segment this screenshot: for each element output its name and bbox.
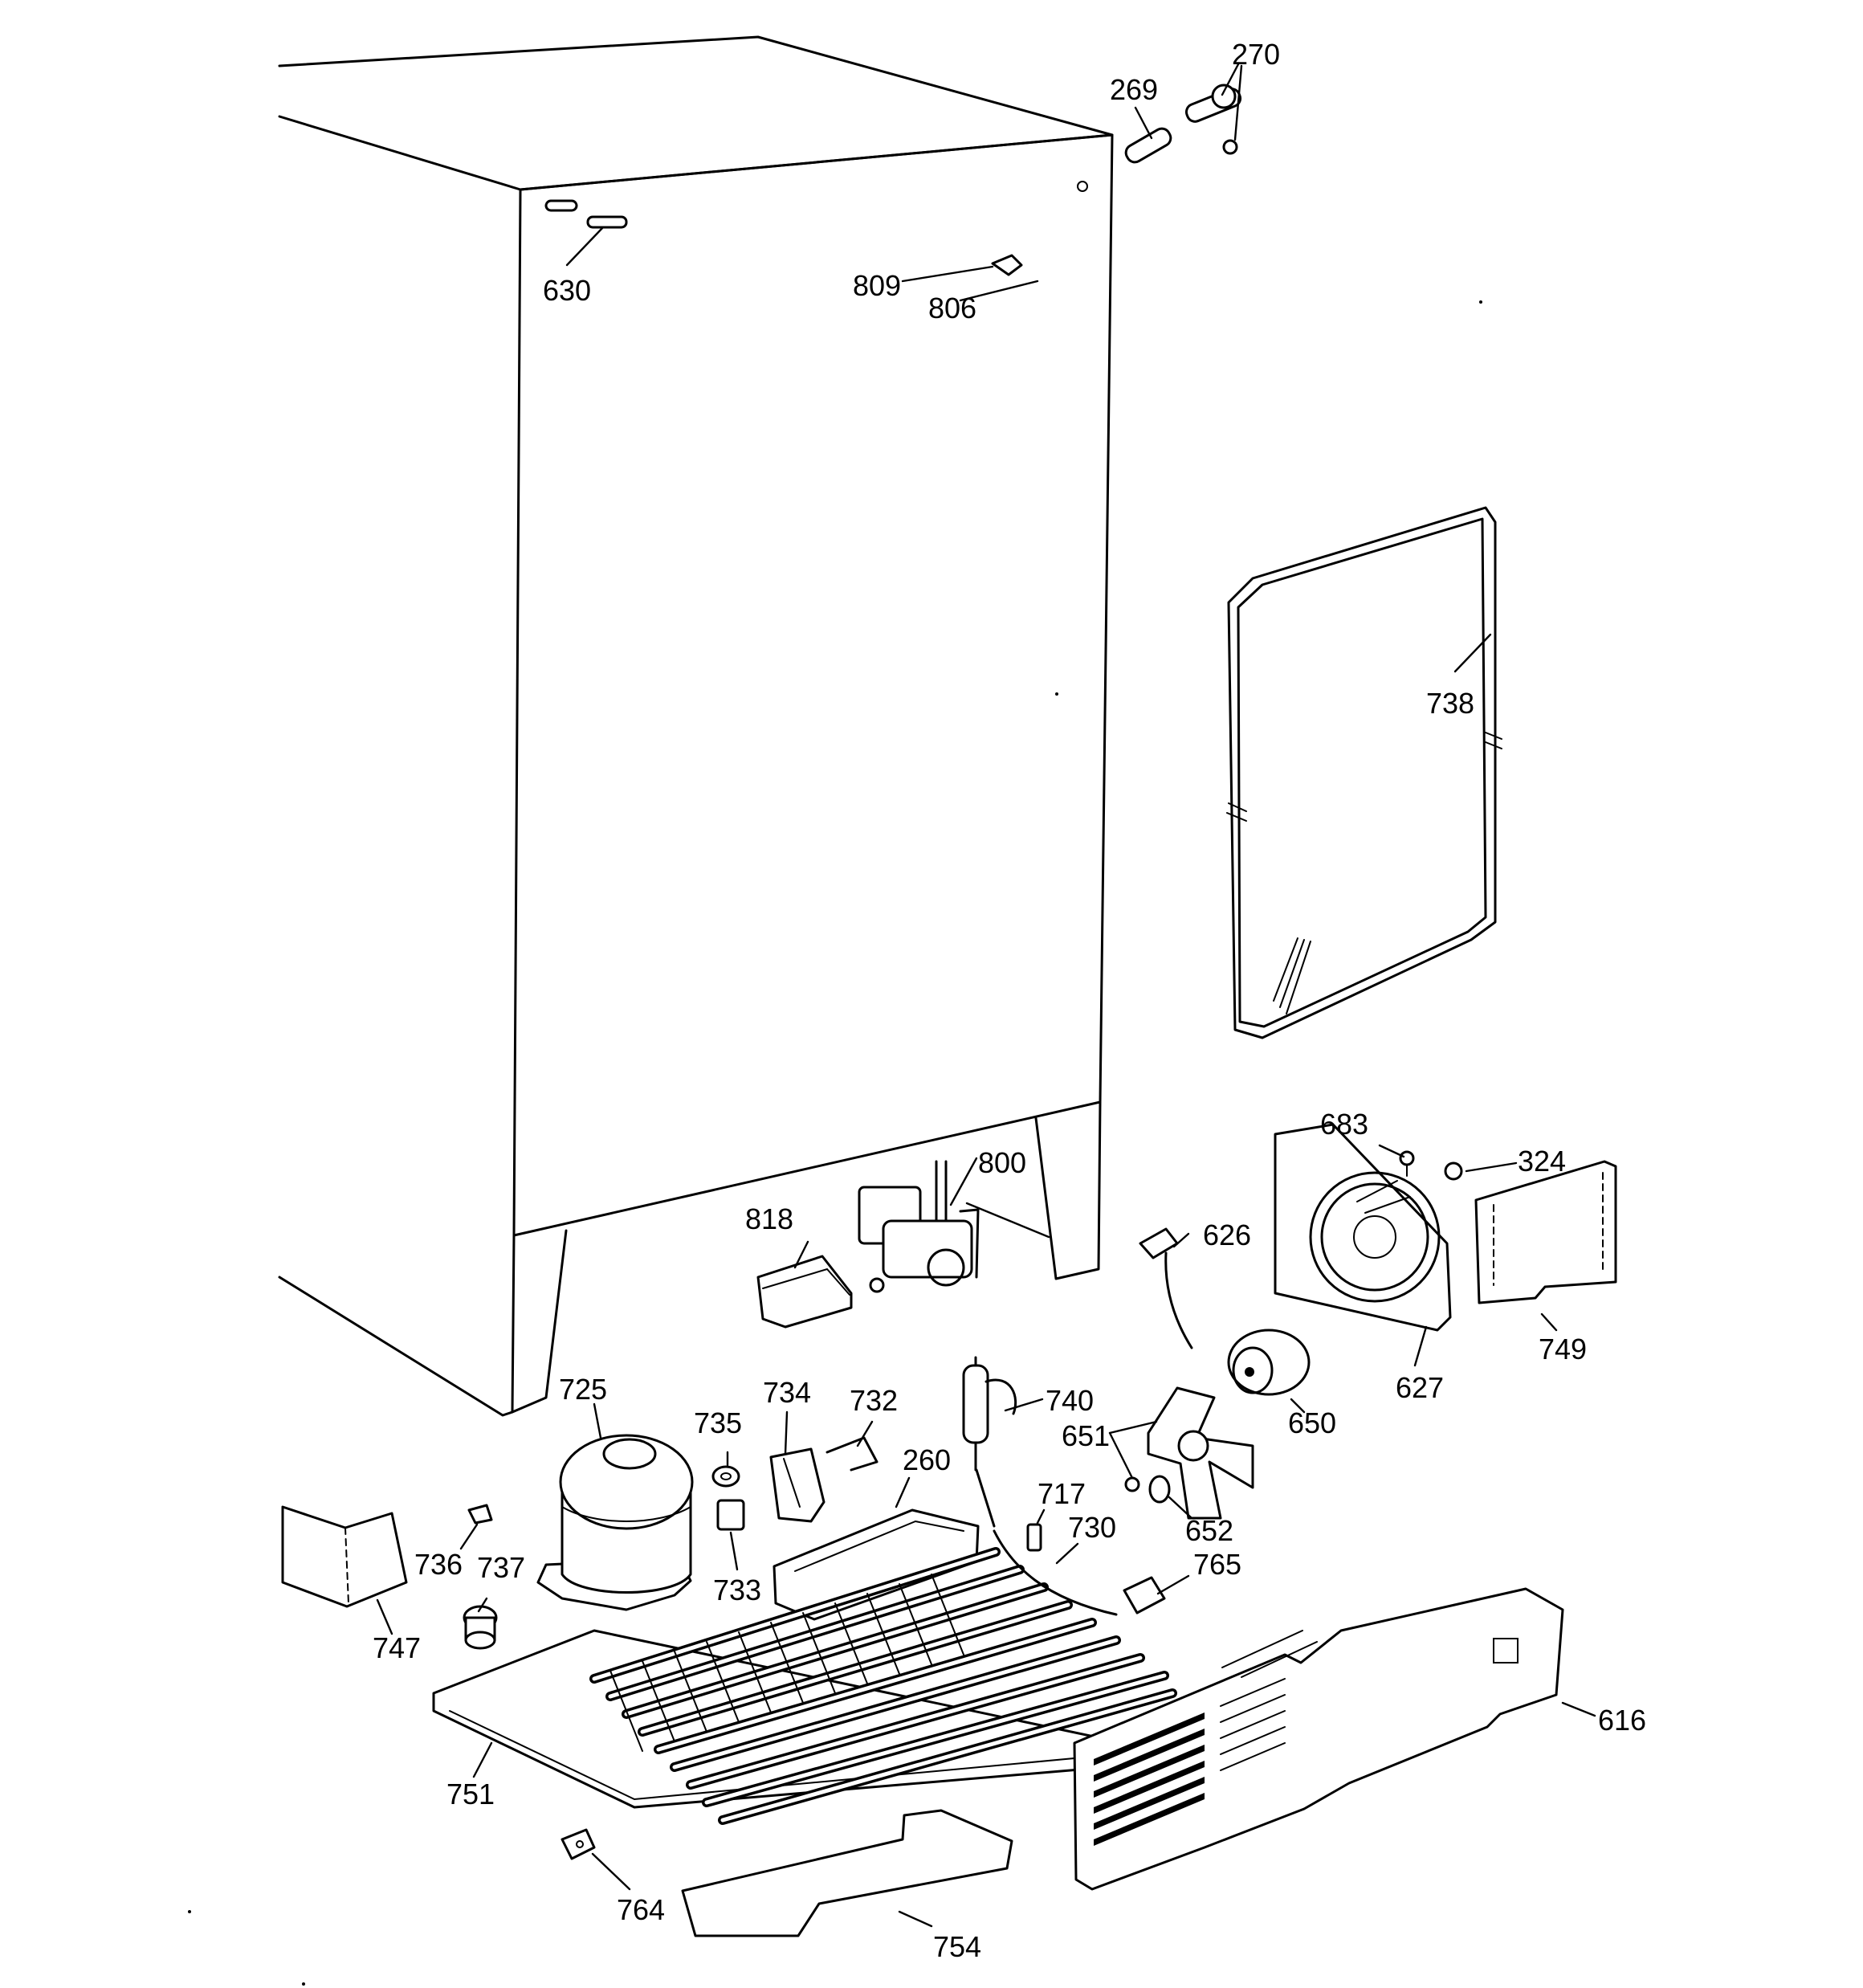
label-751: 751 [446, 1778, 495, 1810]
label-650: 650 [1288, 1406, 1336, 1439]
part-717-clip [1026, 1523, 1042, 1552]
label-627: 627 [1396, 1371, 1444, 1404]
part-764-clip [561, 1828, 596, 1860]
label-717: 717 [1037, 1477, 1086, 1510]
label-735: 735 [694, 1406, 742, 1439]
label-260: 260 [903, 1443, 951, 1476]
label-736: 736 [414, 1548, 463, 1581]
label-324: 324 [1518, 1145, 1566, 1178]
part-732-clip [826, 1436, 879, 1472]
part-800-water-valve [858, 1160, 980, 1293]
label-733: 733 [713, 1574, 761, 1606]
part-749-cover [1474, 1160, 1617, 1304]
part-734-overload [769, 1447, 826, 1523]
refrigerator-cabinet [278, 35, 1114, 1417]
part-735-grommet [711, 1465, 740, 1488]
label-764: 764 [617, 1893, 665, 1926]
label-737: 737 [477, 1551, 525, 1584]
part-630-slots [544, 199, 628, 229]
label-616: 616 [1598, 1704, 1646, 1737]
part-651-fan-blade [1124, 1386, 1254, 1520]
part-737-grommet [463, 1605, 498, 1650]
part-652-washer [1148, 1475, 1171, 1504]
label-740: 740 [1046, 1384, 1094, 1417]
part-270-fitting [1184, 84, 1242, 155]
label-652: 652 [1185, 1514, 1233, 1547]
label-738: 738 [1426, 687, 1474, 720]
part-818-bracket [756, 1255, 853, 1329]
label-800: 800 [978, 1146, 1026, 1179]
label-651: 651 [1062, 1419, 1110, 1452]
part-733-relay [716, 1499, 745, 1531]
label-730: 730 [1068, 1511, 1116, 1544]
part-736-grommet [467, 1504, 493, 1525]
label-749: 749 [1539, 1333, 1587, 1365]
label-818: 818 [745, 1202, 793, 1235]
part-738-gasket [1226, 506, 1502, 1039]
part-725-compressor [536, 1434, 694, 1611]
part-683-screw [1399, 1150, 1415, 1177]
label-630: 630 [543, 274, 591, 307]
part-809-clip [991, 254, 1023, 276]
stray-dots [188, 300, 1482, 1986]
label-806: 806 [928, 292, 976, 325]
label-747: 747 [373, 1631, 421, 1664]
part-labels: 269 270 630 809 806 738 683 324 800 818 … [373, 38, 1646, 1963]
label-732: 732 [850, 1384, 898, 1417]
leader-lines [376, 63, 1596, 1928]
part-730-condenser-coil [589, 1529, 1177, 1825]
part-616-grille [1073, 1587, 1564, 1891]
label-765: 765 [1193, 1548, 1241, 1581]
part-626-power-cord [1139, 1227, 1193, 1349]
part-269-fitting [1124, 127, 1172, 164]
label-683: 683 [1320, 1108, 1368, 1141]
label-809: 809 [853, 269, 901, 302]
label-626: 626 [1203, 1219, 1251, 1251]
label-270: 270 [1232, 38, 1280, 71]
label-269: 269 [1110, 73, 1158, 106]
part-650-fan-motor [1227, 1329, 1311, 1396]
part-806-tube [1037, 220, 1052, 350]
part-747-cover [281, 1505, 408, 1608]
label-725: 725 [559, 1373, 607, 1406]
part-754-pad [681, 1809, 1013, 1937]
part-627-fan-shroud [1274, 1123, 1452, 1332]
label-754: 754 [933, 1930, 981, 1963]
part-740-drier [962, 1356, 1017, 1472]
part-765-clip [1123, 1576, 1166, 1614]
part-324-screw [1444, 1161, 1463, 1181]
label-734: 734 [763, 1376, 811, 1409]
